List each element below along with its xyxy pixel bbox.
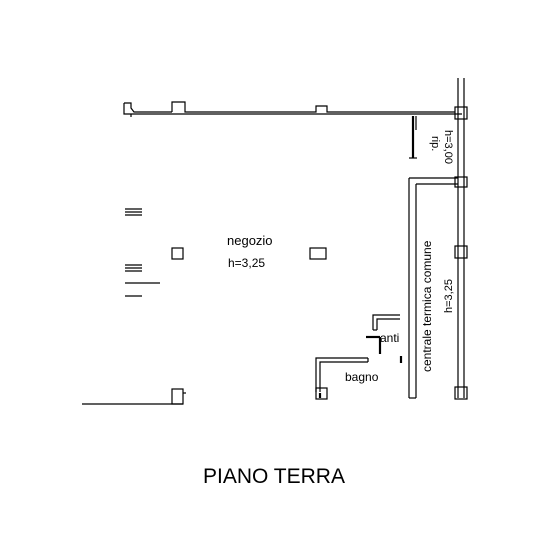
plant-room-name-label: centrale termica comune: [420, 240, 434, 372]
plant-room-height-label: h=3,25: [443, 279, 455, 313]
column-left: [171, 247, 184, 260]
pillar-top-right: [454, 106, 468, 120]
floor-title: PIANO TERRA: [203, 465, 345, 488]
storage-height-label: h=3,00: [442, 130, 454, 164]
interior-columns: [171, 247, 327, 260]
pillar-right: [454, 245, 468, 259]
shop-height-label: h=3,25: [228, 256, 265, 270]
pillar-bathroom: [315, 387, 328, 400]
bathroom-walls: [315, 314, 403, 400]
column-right: [309, 247, 327, 260]
bathroom-label: bagno: [345, 370, 379, 384]
pillar-bottom-right: [454, 386, 468, 400]
pillar-bottom-left: [171, 388, 184, 405]
storage-name-label: rip.: [429, 136, 441, 151]
shop-name-label: negozio: [227, 233, 273, 248]
antibagno-label: anti: [380, 331, 399, 345]
right-wall: [454, 78, 468, 400]
top-wall: [123, 101, 462, 117]
plant-room-walls: [408, 177, 458, 399]
bottom-wall: [82, 388, 186, 405]
opening-symbols: [125, 208, 160, 297]
storage-wall: [409, 116, 417, 159]
pillar-mid-right: [454, 176, 468, 188]
